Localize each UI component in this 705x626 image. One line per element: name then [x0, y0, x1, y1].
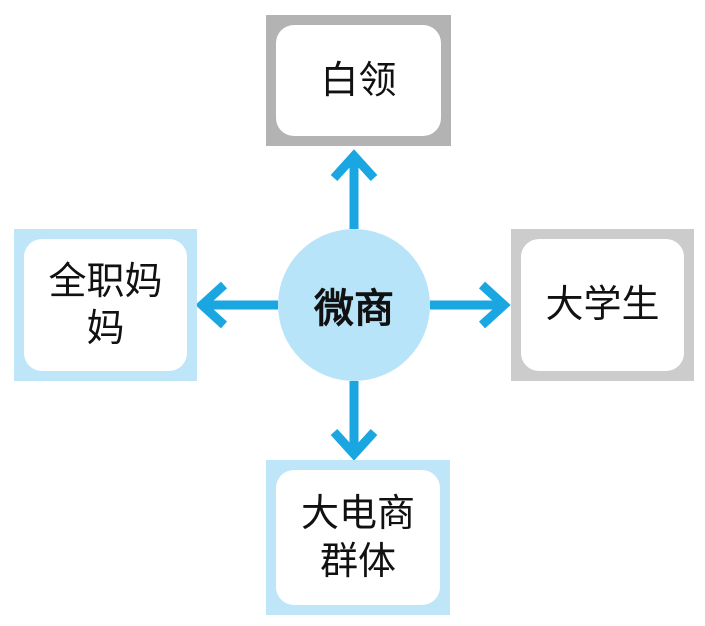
node-top: 白领: [276, 25, 441, 136]
arrow-down: [330, 381, 378, 461]
arrow-right: [430, 281, 511, 329]
node-left-frame: 全职妈 妈: [14, 229, 197, 381]
node-bottom-frame: 大电商 群体: [266, 460, 450, 615]
node-left-label: 全职妈 妈: [48, 258, 163, 351]
node-right-frame: 大学生: [511, 229, 694, 381]
center-node: 微商: [278, 229, 430, 381]
arrow-up: [330, 149, 378, 229]
node-left: 全职妈 妈: [24, 239, 187, 371]
arrow-left: [195, 281, 278, 329]
node-right: 大学生: [521, 239, 684, 371]
node-bottom-label: 大电商 群体: [300, 491, 415, 583]
node-right-label: 大学生: [545, 282, 660, 327]
node-top-label: 白领: [320, 57, 397, 102]
center-label: 微商: [314, 286, 394, 332]
node-bottom: 大电商 群体: [276, 470, 440, 605]
node-top-frame: 白领: [266, 15, 451, 146]
